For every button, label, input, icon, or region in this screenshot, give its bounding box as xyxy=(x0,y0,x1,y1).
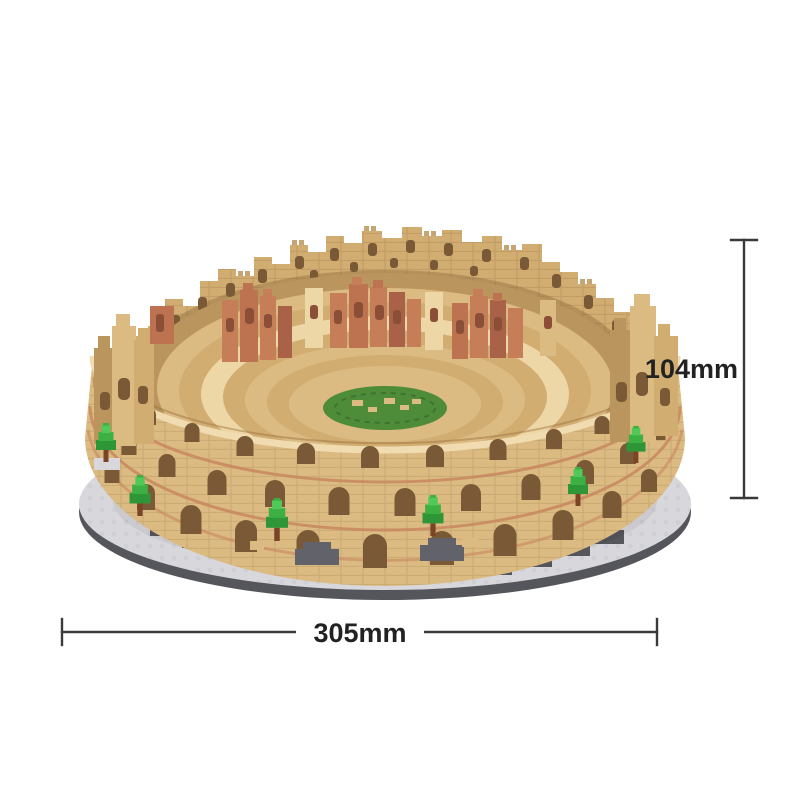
dimension-height: 104mm xyxy=(645,238,759,500)
height-label: 104mm xyxy=(645,354,738,384)
ruin-fragments-right xyxy=(452,289,556,359)
arena-debris xyxy=(352,398,421,412)
front-wall-brick-texture xyxy=(85,356,685,586)
ruin-fragments-center xyxy=(305,277,443,350)
ground-details xyxy=(94,458,478,565)
arena-floor xyxy=(323,386,447,430)
width-label: 305mm xyxy=(313,618,406,648)
front-wall-stripe-middle xyxy=(88,405,682,532)
width-label-backing xyxy=(296,612,424,652)
wall-ruin-left xyxy=(94,306,174,446)
wall-ruin-right xyxy=(610,294,678,442)
dimension-width: 305mm xyxy=(60,612,659,652)
ruin-fragments-left xyxy=(222,283,292,362)
